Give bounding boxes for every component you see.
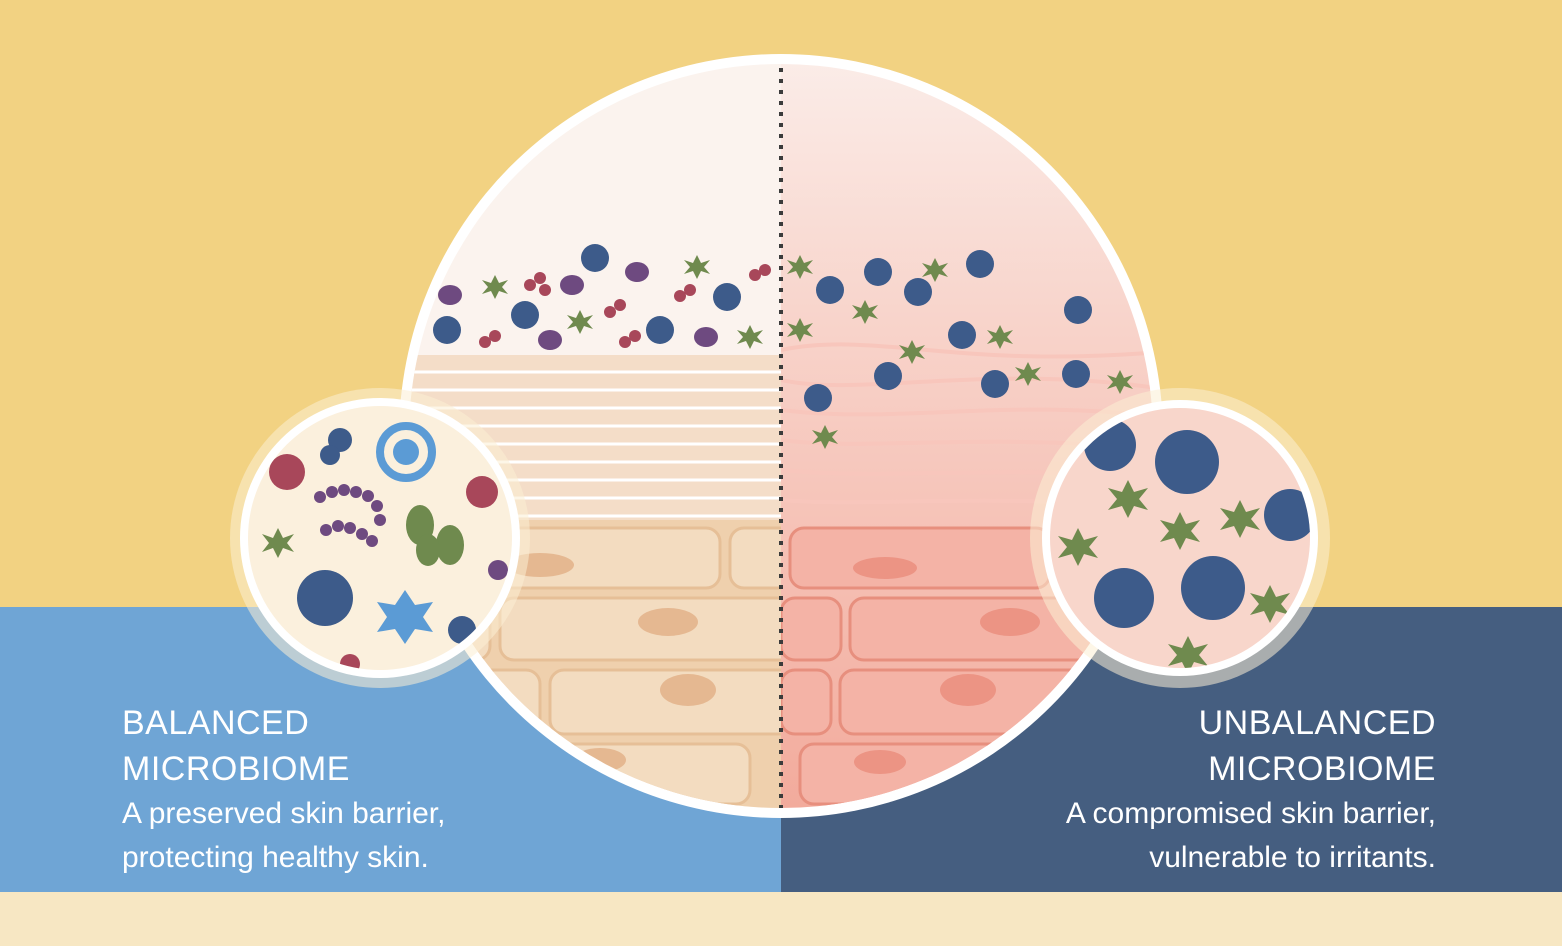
unbalanced-title-line1: UNBALANCED: [1198, 704, 1436, 742]
balanced-caption: BALANCED MICROBIOME A preserved skin bar…: [122, 700, 445, 880]
balanced-title-line1: BALANCED: [122, 704, 310, 742]
balanced-title-line2: MICROBIOME: [122, 750, 350, 788]
unbalanced-desc-line1: A compromised skin barrier,: [1065, 797, 1436, 830]
balanced-desc-line2: protecting healthy skin.: [122, 841, 429, 874]
skin-circle: [399, 54, 1163, 818]
surface-microbes-right: [787, 250, 1133, 449]
unbalanced-desc-line2: vulnerable to irritants.: [1149, 841, 1436, 874]
unbalanced-title-line2: MICROBIOME: [1208, 750, 1436, 788]
bottom-strip: [0, 892, 1562, 946]
balanced-desc-line1: A preserved skin barrier,: [122, 797, 446, 830]
balanced-microbiome-lens: [230, 388, 530, 688]
unbalanced-caption: UNBALANCED MICROBIOME A compromised skin…: [1066, 700, 1436, 880]
unbalanced-microbiome-lens: [1030, 388, 1330, 688]
surface-microbes-left: [433, 244, 771, 350]
